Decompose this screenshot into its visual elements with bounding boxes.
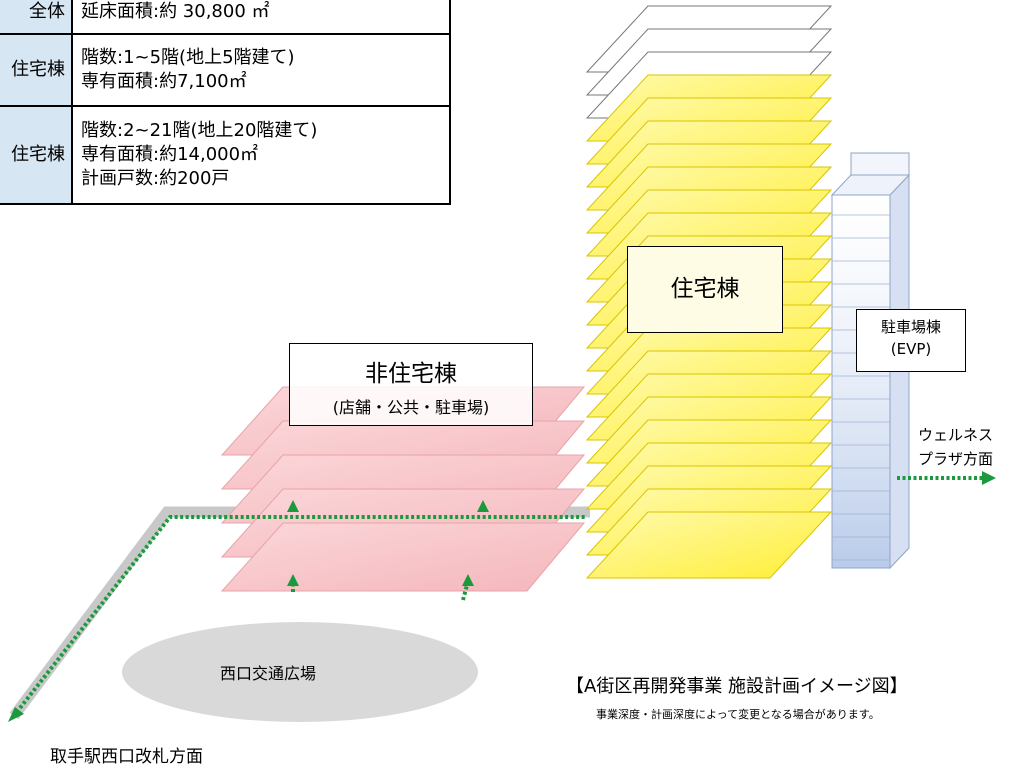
parking-title: 駐車場棟: [880, 318, 941, 336]
floor-plate: [220, 522, 586, 592]
spec-value: 階数:2~21階(地上20階建て) 専有面積:約14,000㎡ 計画戸数:約20…: [71, 105, 451, 205]
spec-row-non-residential: 住宅棟 階数:1~5階(地上5階建て) 専有面積:約7,100㎡: [0, 33, 451, 107]
non-residential-title: 非住宅棟: [365, 361, 457, 387]
residential-label-box: 住宅棟: [627, 246, 783, 333]
parking-subtitle: (EVP): [890, 340, 932, 358]
non-residential-subtitle: (店舗・公共・駐車場): [332, 398, 490, 417]
spec-row-overall: 全体 延床面積:約 30,800 ㎡: [0, 0, 451, 35]
spec-line: 階数:1~5階(地上5階建て): [81, 47, 295, 68]
spec-row-residential: 住宅棟 階数:2~21階(地上20階建て) 専有面積:約14,000㎡ 計画戸数…: [0, 105, 451, 205]
floor-plate: [585, 511, 833, 579]
station-direction-label: 取手駅西口改札方面: [50, 747, 203, 767]
spec-line: 階数:2~21階(地上20階建て): [81, 120, 318, 141]
spec-table: 全体 延床面積:約 30,800 ㎡ 住宅棟 階数:1~5階(地上5階建て) 専…: [0, 0, 451, 205]
wellness-direction-label: ウェルネス プラザ方面: [918, 423, 993, 471]
caption-title: 【A街区再開発事業 施設計画イメージ図】: [566, 676, 908, 697]
non-residential-label-box: 非住宅棟 (店舗・公共・駐車場): [289, 343, 533, 426]
spec-key: 全体: [0, 0, 73, 35]
spec-key: 住宅棟: [0, 33, 73, 107]
caption-note: 事業深度・計画深度によって変更となる場合があります。: [596, 708, 880, 721]
spec-line: 専有面積:約7,100㎡: [81, 71, 247, 92]
parking-label-box: 駐車場棟 (EVP): [856, 309, 966, 372]
spec-line: 専有面積:約14,000㎡: [81, 144, 259, 165]
parking-building: [830, 152, 911, 570]
route-arrowheads: [8, 471, 996, 722]
wellness-line1: ウェルネス: [918, 426, 994, 444]
spec-value: 延床面積:約 30,800 ㎡: [71, 0, 451, 35]
plaza-ellipse: [122, 622, 478, 722]
spec-value: 階数:1~5階(地上5階建て) 専有面積:約7,100㎡: [71, 33, 451, 107]
wellness-line2: プラザ方面: [918, 450, 994, 468]
spec-line: 延床面積:約 30,800 ㎡: [81, 0, 270, 22]
plaza-label: 西口交通広場: [220, 664, 317, 683]
spec-key: 住宅棟: [0, 105, 73, 205]
residential-title: 住宅棟: [670, 276, 740, 302]
spec-line: 計画戸数:約200戸: [81, 168, 230, 189]
